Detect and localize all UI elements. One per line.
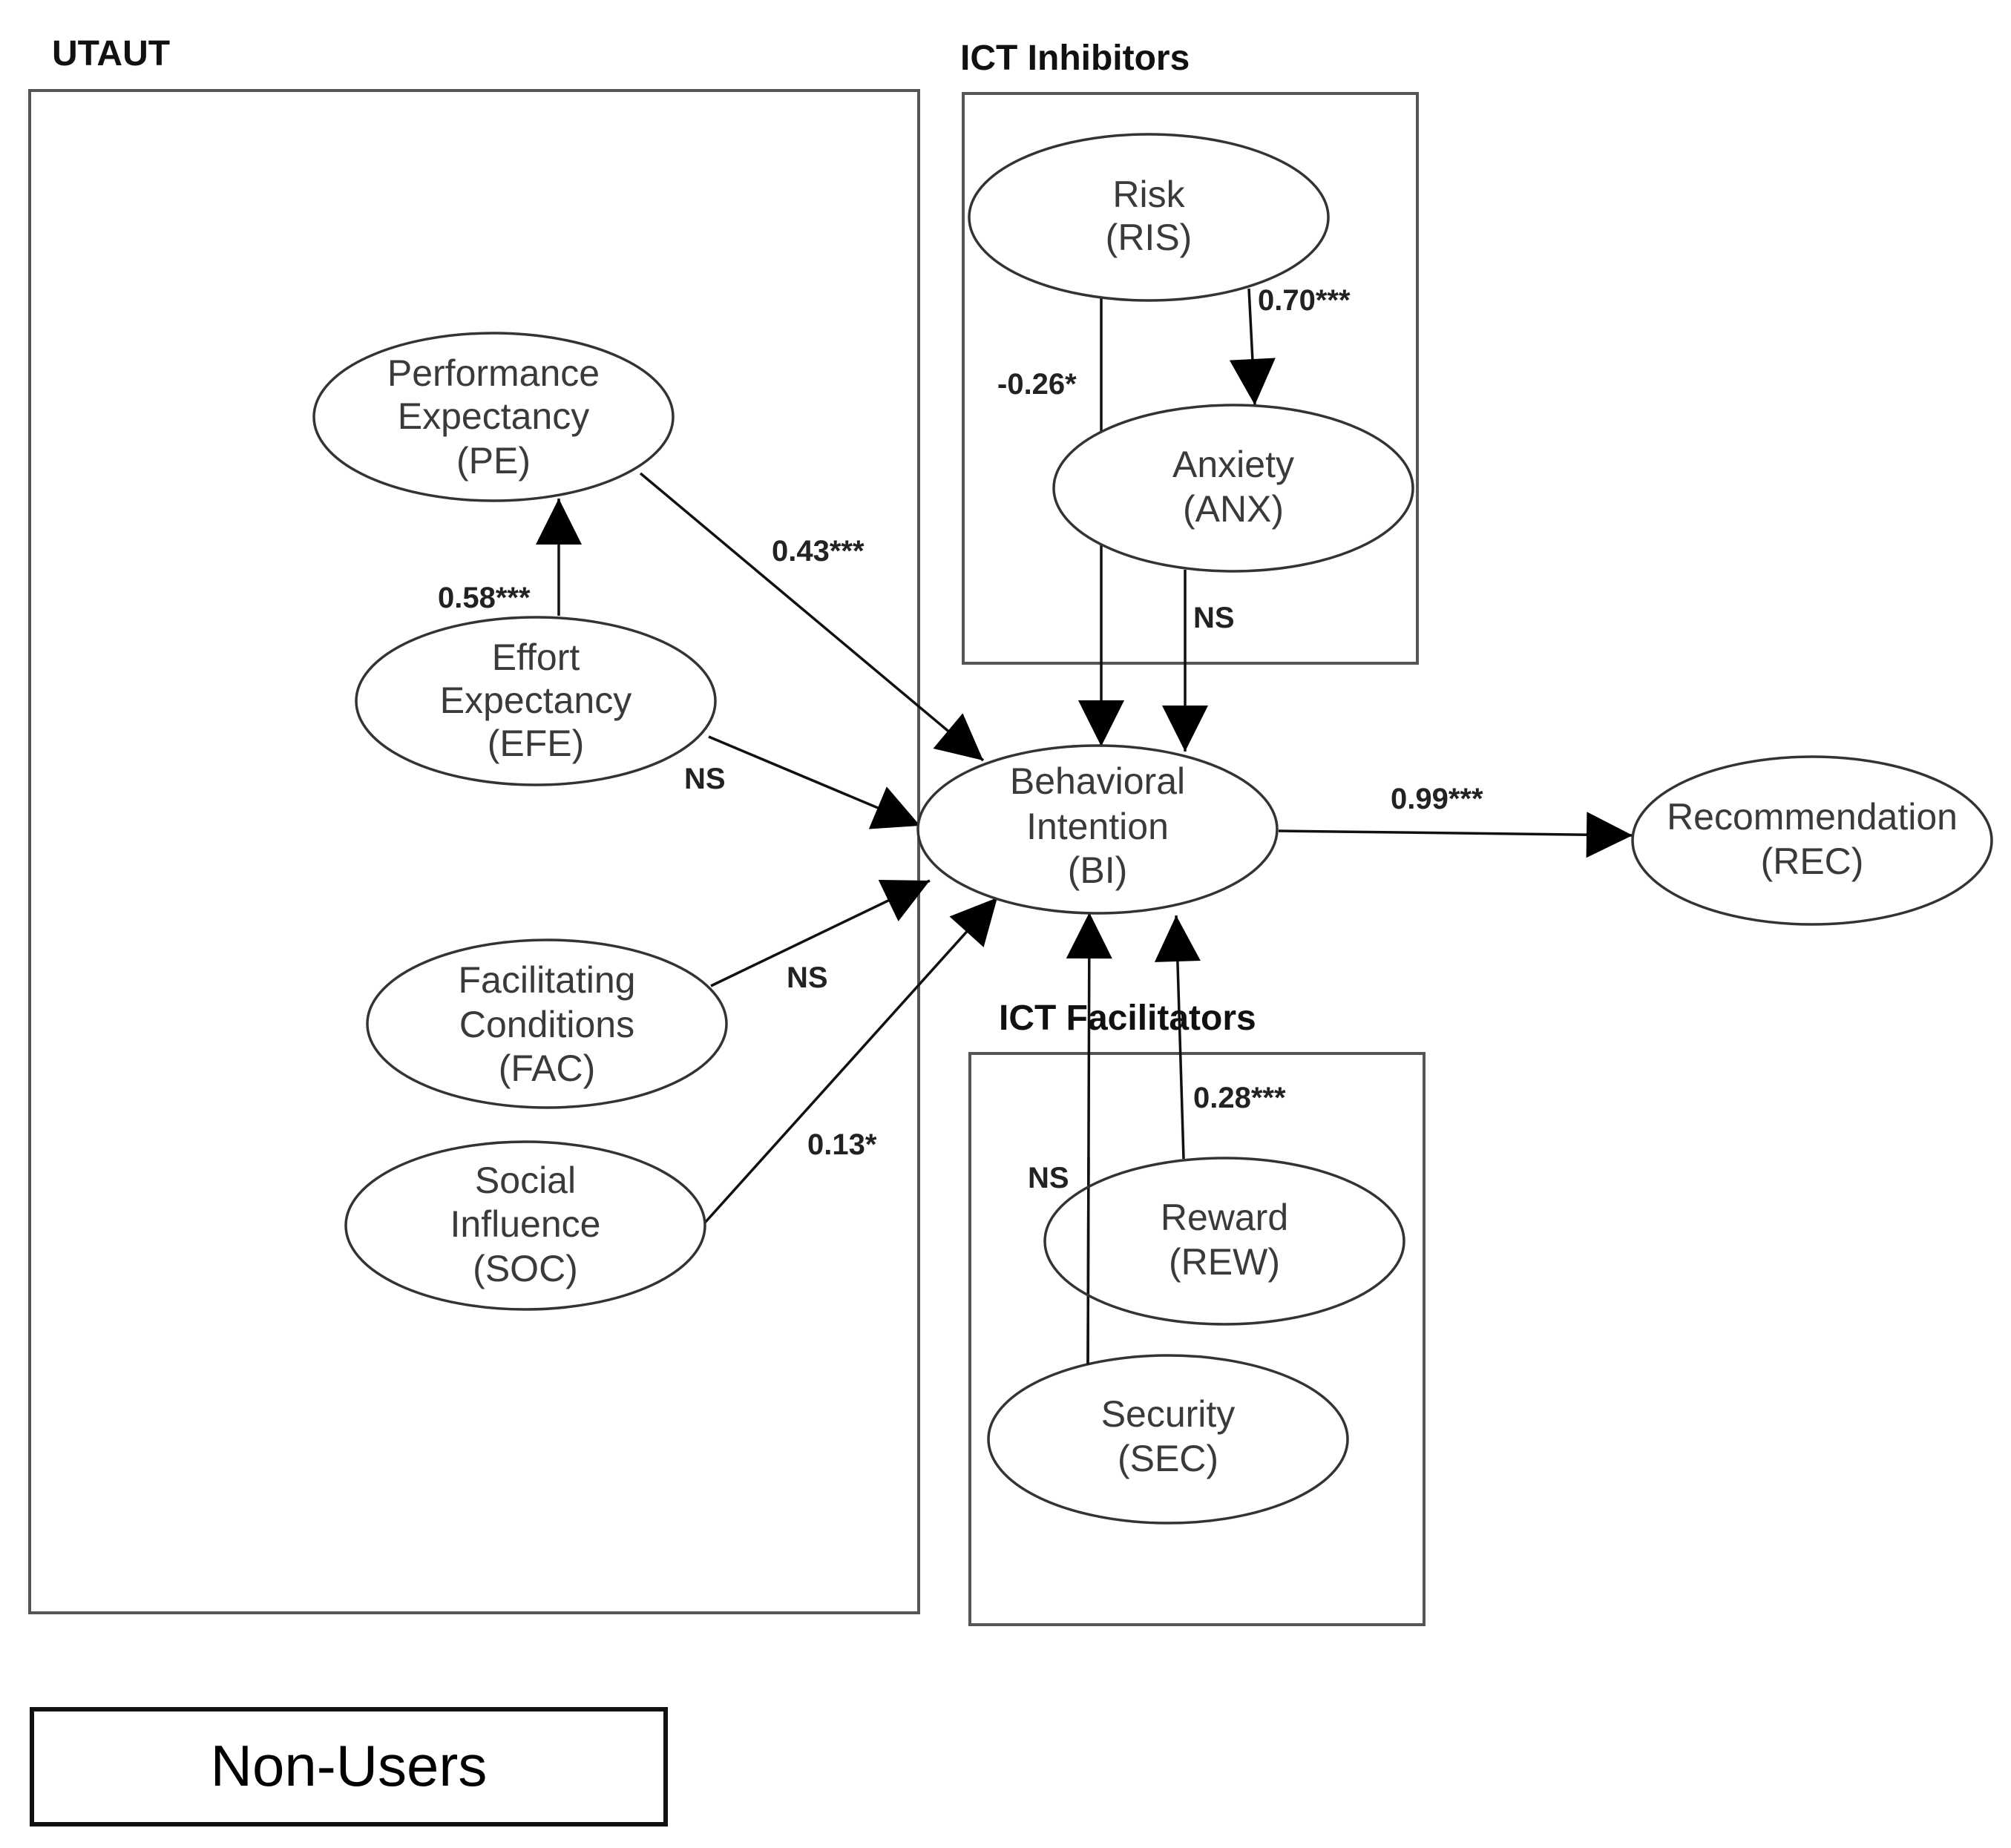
node-rec-line2: (REC) [1761,841,1864,882]
inhibitors-frame [962,92,1419,665]
node-soc-ellipse [344,1140,706,1311]
legend-box [30,1707,668,1826]
node-soc: Social Influence (SOC) [344,1140,706,1311]
node-sec-line1: Security [1101,1393,1236,1435]
node-efe-line3: (EFE) [488,723,585,764]
edge-label-sec-bi: NS [1028,1162,1069,1194]
facilitators-frame [968,1052,1426,1626]
edge-label-efe-pe: 0.58*** [438,582,531,614]
node-pe-ellipse [312,332,675,502]
utaut-title: UTAUT [52,34,170,73]
edge-sec-bi-overlay [1086,1157,1090,1365]
node-bi-ellipse [916,744,1279,915]
node-sec-line2: (SEC) [1118,1438,1218,1479]
edge-label-rew-bi: 0.28*** [1193,1082,1286,1114]
facilitators-title: ICT Facilitators [999,999,1256,1038]
edge-rew-bi [1154,915,1201,1160]
node-pe-line1: Performance [387,352,600,394]
node-anx-line1: Anxiety [1172,444,1294,485]
node-efe-line2: Expectancy [440,680,631,721]
node-bi: Behavioral Intention (BI) [916,744,1279,915]
node-efe-line1: Effort [492,637,580,678]
edge-label-ris-bi: -0.26* [997,368,1077,401]
edge-label-anx-bi: NS [1193,602,1235,634]
inhibitors-title: ICT Inhibitors [960,39,1190,78]
node-sec-ellipse [987,1354,1349,1525]
node-pe: Performance Expectancy (PE) [312,332,675,502]
node-rew: Reward (REW) [1043,1157,1405,1326]
node-ris: Risk (RIS) [968,133,1330,302]
node-fac-line1: Facilitating [459,959,636,1001]
edge-label-pe-bi: 0.43*** [772,535,865,568]
edge-soc-bi [703,896,999,1224]
node-pe-line3: (PE) [456,440,531,481]
node-rec: Recommendation (REC) [1631,755,1993,926]
node-fac-line3: (FAC) [499,1048,596,1089]
edge-label-fac-bi: NS [787,961,828,994]
node-fac: Facilitating Conditions (FAC) [366,938,728,1109]
edge-bi-rec [1278,812,1633,858]
edges-layer [536,288,1633,1365]
edge-label-ris-anx: 0.70*** [1258,284,1351,317]
node-rew-line1: Reward [1161,1197,1288,1238]
node-pe-line2: Expectancy [398,395,589,437]
node-anx-line2: (ANX) [1183,488,1284,530]
node-anx: Anxiety (ANX) [1052,404,1414,573]
edge-label-bi-rec: 0.99*** [1391,783,1483,815]
edge-fac-bi [710,879,931,987]
node-fac-ellipse [366,938,728,1109]
utaut-frame [28,89,920,1614]
edge-ris-anx [1229,288,1276,406]
edge-efe-bi [708,735,921,829]
edge-pe-bi [639,472,985,762]
edge-label-efe-bi: NS [684,763,726,795]
node-rew-line2: (REW) [1169,1241,1280,1283]
node-sec: Security (SEC) [987,1354,1349,1525]
legend: Non-Users [30,1707,668,1826]
node-efe-ellipse [355,616,717,786]
node-soc-line1: Social [475,1160,576,1201]
node-efe: Effort Expectancy (EFE) [355,616,717,786]
node-rew-ellipse [1043,1157,1405,1326]
node-soc-line3: (SOC) [473,1248,578,1289]
node-fac-line2: Conditions [459,1004,634,1045]
node-rec-ellipse [1631,755,1993,926]
node-bi-line1: Behavioral [1010,760,1185,802]
node-anx-ellipse [1052,404,1414,573]
node-soc-line2: Influence [450,1203,601,1245]
legend-label: Non-Users [211,1733,488,1798]
node-bi-line2: Intention [1026,806,1169,847]
node-bi-line3: (BI) [1068,849,1128,891]
node-ris-line1: Risk [1112,174,1185,215]
edge-label-soc-bi: 0.13* [807,1128,877,1161]
node-rec-line1: Recommendation [1667,796,1958,838]
node-ris-line2: (RIS) [1106,217,1193,258]
node-ris-ellipse [968,133,1330,302]
